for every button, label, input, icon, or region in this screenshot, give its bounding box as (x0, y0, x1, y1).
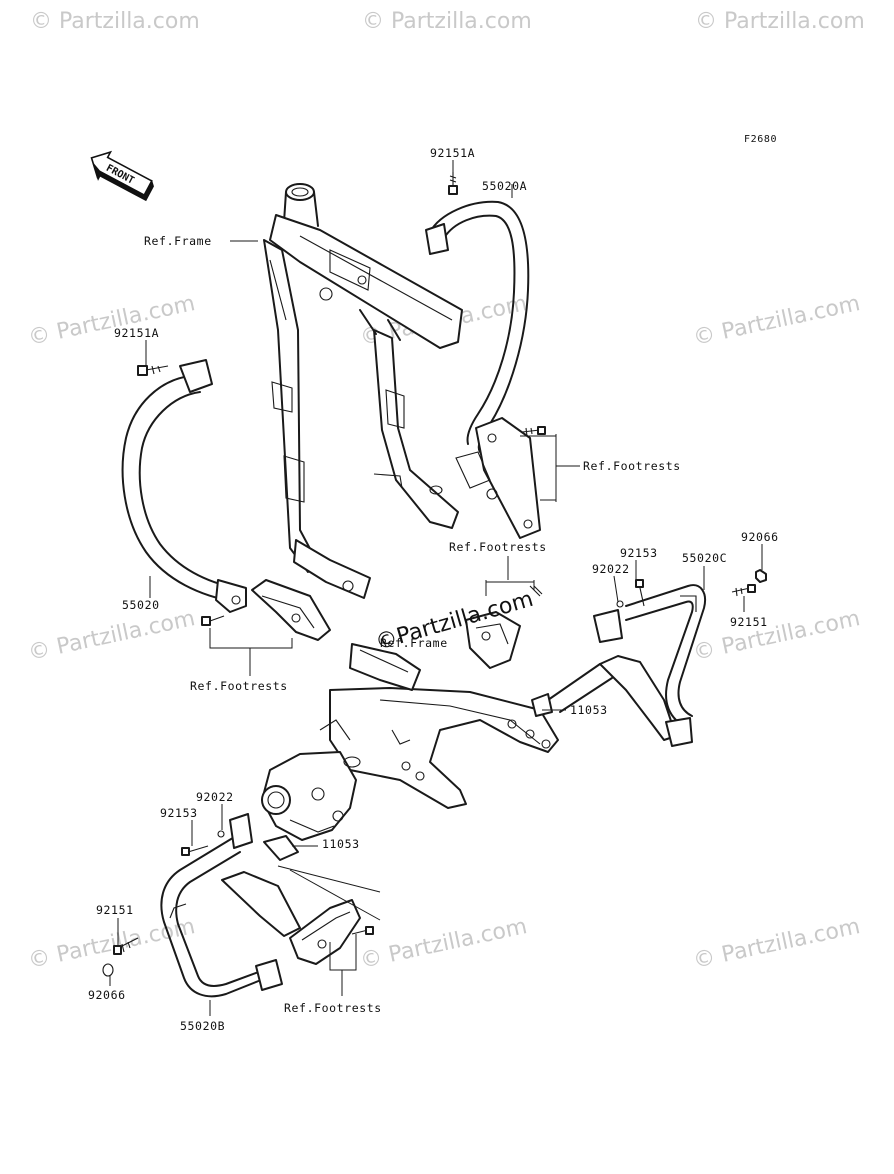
label-ref-frame-top: Ref.Frame (144, 234, 212, 248)
watermark: © Partzilla.com (691, 914, 862, 974)
label-92066-left: 92066 (88, 988, 126, 1002)
bolt-footrest-left (201, 615, 225, 626)
label-92151-right: 92151 (730, 615, 768, 629)
label-92151A-top: 92151A (430, 146, 475, 160)
watermark: © Partzilla.com (691, 291, 862, 351)
label-92151A-left: 92151A (114, 326, 159, 340)
footrest-bracket-bottom (289, 899, 374, 965)
guard-55020 (121, 359, 247, 613)
label-55020B: 55020B (180, 1019, 225, 1033)
diagram-code: F2680 (744, 134, 777, 145)
front-arrow-icon: FRONT (90, 150, 154, 202)
leader-lines (109, 160, 763, 1016)
bolt-footrest-right (521, 426, 546, 437)
part-labels: 92151A 55020A Ref.Frame 92151A Ref.Footr… (88, 146, 779, 1033)
label-ref-footrests-bottom: Ref.Footrests (284, 1001, 382, 1015)
bolt-92151A-left (137, 365, 169, 376)
main-frame-drawing (263, 183, 463, 599)
guard-55020C (531, 584, 706, 747)
guard-55020B (160, 813, 301, 998)
label-92151-left: 92151 (96, 903, 134, 917)
label-55020C: 55020C (682, 551, 727, 565)
watermark: © Partzilla.com (362, 9, 532, 34)
watermark: © Partzilla.com (26, 606, 197, 666)
watermark: © Partzilla.com (695, 9, 865, 34)
rear-frame-drawing (261, 643, 559, 841)
watermark: © Partzilla.com (26, 291, 197, 351)
label-92153-right: 92153 (620, 546, 658, 560)
label-ref-footrests-left: Ref.Footrests (190, 679, 288, 693)
bolt-92151-right (731, 569, 767, 597)
footrest-bracket-mid (465, 585, 543, 669)
bolt-92151A-top (448, 172, 458, 195)
label-55020: 55020 (122, 598, 160, 612)
label-11053-right: 11053 (570, 703, 608, 717)
footrest-bracket-left (251, 579, 331, 641)
bolt-92153-right (616, 579, 645, 608)
label-ref-frame-mid: Ref.Frame (380, 636, 448, 650)
label-92153-left: 92153 (160, 806, 198, 820)
watermark: © Partzilla.com (30, 9, 200, 34)
guard-55020A (425, 200, 541, 539)
label-55020A: 55020A (482, 179, 527, 193)
label-ref-footrests-right: Ref.Footrests (583, 459, 681, 473)
label-92022-right: 92022 (592, 562, 630, 576)
label-92066-right: 92066 (741, 530, 779, 544)
label-ref-footrests-mid: Ref.Footrests (449, 540, 547, 554)
watermark: © Partzilla.com (691, 606, 862, 666)
watermark: © Partzilla.com (358, 914, 529, 974)
label-11053-left: 11053 (322, 837, 360, 851)
label-92022-left: 92022 (196, 790, 234, 804)
bolt-92153-left (181, 830, 225, 856)
